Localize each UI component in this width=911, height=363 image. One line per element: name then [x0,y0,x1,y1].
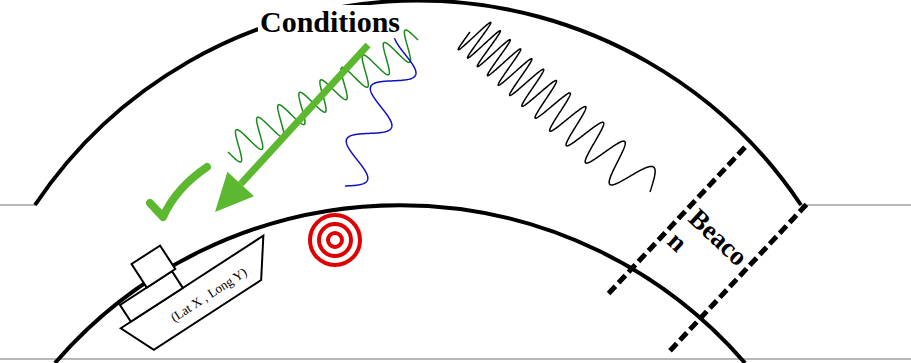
target-symbol [310,215,360,265]
conditions-heading: Conditions [258,5,402,38]
arrow-head [215,172,254,212]
inner-arc [55,205,745,363]
horizon-line [800,204,911,206]
outer-arc [35,1,801,205]
check-mark [150,167,207,217]
beacon-label: Beaco n [659,201,755,296]
ship [95,195,283,358]
ground-line [0,358,911,360]
horizon-line [0,204,36,206]
incoming-arrow [241,45,368,184]
chirp-wave [458,22,655,192]
